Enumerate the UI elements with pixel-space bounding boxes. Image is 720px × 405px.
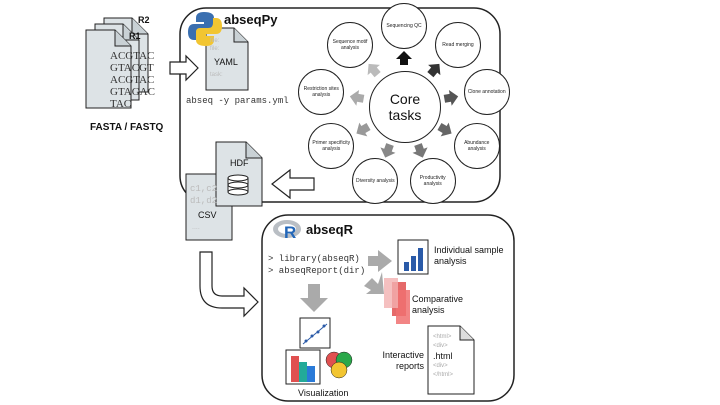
yaml-faded-2: file: [210, 46, 220, 52]
task-node: Read merging [434, 21, 481, 68]
task-arrow [437, 122, 452, 137]
csv-label: CSV [198, 210, 217, 220]
sequence-line: ACGTAC [110, 50, 155, 62]
input-arrow [169, 54, 199, 82]
svg-text:R: R [284, 223, 296, 242]
interactive-label: Interactive reports [382, 350, 424, 371]
abseqr-title: abseqR [306, 222, 353, 237]
task-node: Sequencing QC [381, 3, 427, 49]
task-arrow [396, 51, 412, 65]
task-node: Diversity analysis [352, 158, 399, 205]
r-logo-icon: R [273, 220, 301, 242]
python-logo-icon [188, 12, 222, 46]
task-arrow [356, 122, 371, 137]
sequence-line: GTAGAC [110, 86, 155, 98]
task-node: Abundance analysis [453, 123, 500, 169]
html-faded-lines: <html> <div> .html <div> </html> [433, 333, 453, 380]
html-faded-line: <div> [433, 363, 448, 369]
r1-label: R1 [129, 31, 141, 41]
task-arrow [427, 63, 441, 78]
fasta-sequences: ACGTAC GTACGT ACGTAC GTAGAC TAC [110, 50, 155, 110]
sequence-line: TAC [110, 98, 132, 110]
task-node-label: Restriction sites analysis [303, 86, 339, 99]
sequence-line: GTACGT [110, 62, 154, 74]
core-tasks-circle: Core tasks [369, 71, 441, 143]
task-node: Primer specificity analysis [308, 123, 355, 169]
bar-chart-icon [397, 239, 429, 275]
r2-label: R2 [138, 15, 150, 25]
html-faded-line: <html> [433, 334, 452, 340]
fasta-document-stack [85, 17, 149, 109]
stacked-chart-icon [285, 349, 321, 385]
task-node: Sequence motif analysis [327, 21, 373, 68]
output-arrow [271, 168, 315, 200]
task-node-label: Sequencing QC [386, 23, 422, 29]
csv-faded-1: c1,c2 [190, 184, 218, 194]
hdf-document-front [215, 141, 263, 207]
task-node: Productivity analysis [409, 158, 456, 205]
html-faded-line: </html> [433, 372, 454, 378]
yaml-faded-1: file: [210, 38, 220, 44]
yaml-document [205, 27, 249, 91]
fasta-label: FASTA / FASTQ [90, 122, 164, 133]
venn-icon [325, 351, 353, 379]
task-node-label: Clone annotation [467, 89, 506, 96]
task-node-label: Primer specificity analysis [312, 140, 351, 152]
arrow-to-comparative [364, 272, 384, 294]
hdf-label: HDF [230, 158, 249, 168]
abseqr-command-2: > abseqReport(dir) [268, 266, 366, 276]
arrow-to-individual [368, 250, 392, 272]
task-node: Clone annotation [463, 69, 510, 116]
yaml-faded-3: task: [210, 72, 223, 78]
core-task-arrows [349, 51, 459, 158]
html-document [427, 325, 475, 395]
comparative-label: Comparative analysis [412, 294, 464, 315]
task-node-label: Productivity analysis [419, 175, 446, 188]
scatter-chart-icon [299, 317, 331, 349]
task-arrow [380, 143, 396, 158]
abseqpy-title: abseqPy [224, 12, 278, 27]
task-arrow [443, 89, 459, 106]
comparative-chart-icon [384, 278, 410, 324]
visualization-label: Visualization [298, 388, 349, 398]
task-arrow [367, 63, 381, 78]
task-node-label: Sequence motif analysis [332, 38, 368, 51]
individual-label: Individual sample analysis [434, 245, 504, 266]
csv-faded-3: .... [192, 224, 200, 231]
sequence-line: ACGTAC [110, 74, 155, 86]
arrow-to-visualization [300, 284, 328, 312]
abseqpy-command: abseq -y params.yml [186, 96, 289, 106]
html-faded-line: <div> [433, 343, 448, 349]
task-node-label: Read merging [442, 41, 474, 48]
task-arrow [349, 89, 365, 106]
abseqr-command-1: > library(abseqR) [268, 254, 360, 264]
task-node-label: Diversity analysis [355, 178, 395, 185]
task-node: Restriction sites analysis [298, 69, 345, 116]
csv-faded-2: d1,d2 [190, 196, 218, 206]
yaml-label: YAML [214, 57, 238, 67]
task-arrow [412, 143, 428, 158]
html-file-label: .html [433, 351, 453, 361]
bent-arrow [199, 251, 259, 318]
core-tasks-label: Core tasks [388, 91, 422, 123]
task-node-label: Abundance analysis [464, 140, 490, 152]
